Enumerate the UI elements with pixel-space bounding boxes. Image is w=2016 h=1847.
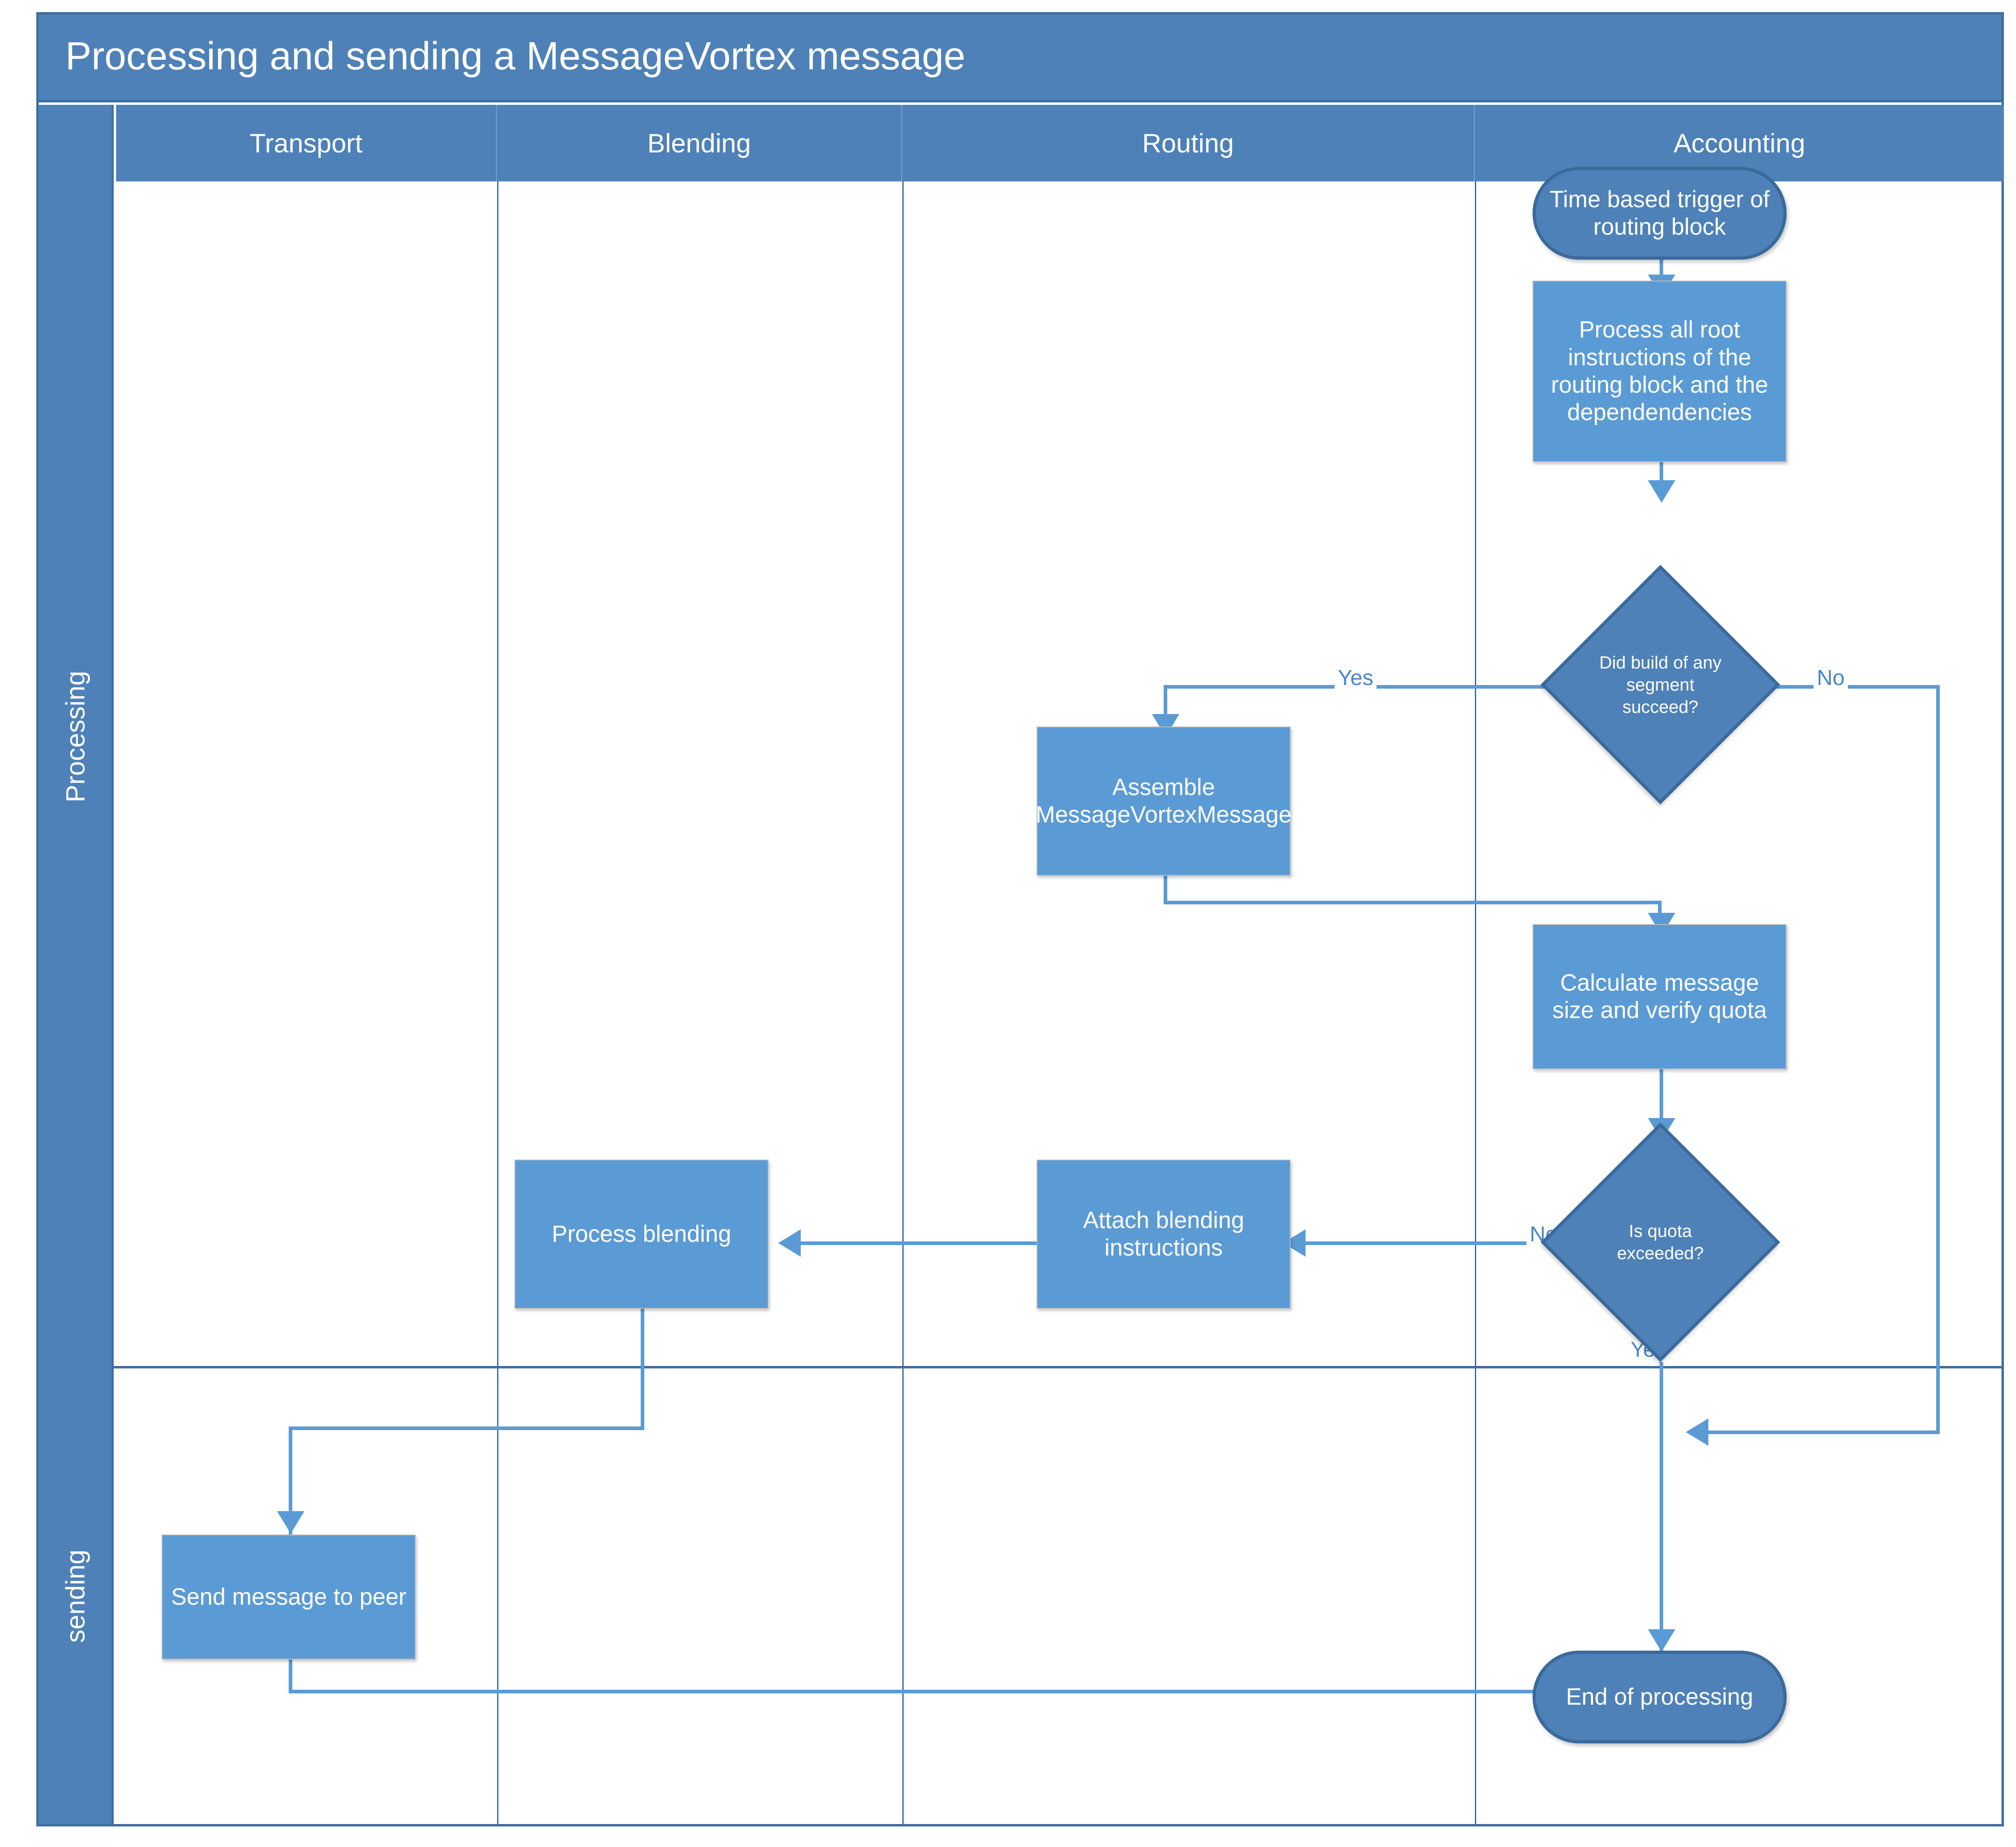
node-attach-blending-instructions[interactable]: Attach blending instructions: [1037, 1160, 1291, 1309]
edge-quota-no-horizontal: [1301, 1241, 1631, 1245]
node-process-root-instructions-label: Process all root instructions of the rou…: [1551, 317, 1768, 426]
node-assemble-message-label: Assemble MessageVortexMessage: [1035, 774, 1292, 828]
node-process-blending-label: Process blending: [552, 1220, 731, 1247]
phase-separator: [114, 1366, 2001, 1368]
node-decision-quota-exceeded[interactable]: Is quota exceeded?: [1541, 1122, 1780, 1362]
node-start-label: Time based trigger of routing block: [1549, 186, 1770, 240]
node-calculate-message-size[interactable]: Calculate message size and verify quota: [1533, 924, 1787, 1069]
page-title: Processing and sending a MessageVortex m…: [65, 34, 966, 78]
edge-assemble-right: [1164, 901, 1662, 904]
lane-header-blending: Blending: [497, 105, 902, 181]
node-calculate-message-size-label: Calculate message size and verify quota: [1552, 969, 1767, 1023]
edge-build-no-return: [1704, 1431, 1940, 1434]
edge-assemble-into-calc: [1658, 901, 1662, 924]
phase-label-processing: Processing: [39, 105, 114, 1368]
edge-build-no-vertical: [1936, 685, 1940, 1434]
edge-build-no-arrow: [1686, 1418, 1708, 1446]
node-decision-quota-exceeded-label: Is quota exceeded?: [1617, 1221, 1704, 1263]
edge-label-build-no: No: [1814, 665, 1848, 690]
edge-quota-yes-arrow: [1648, 1629, 1675, 1652]
edge-calc-to-quota: [1660, 1066, 1663, 1122]
edge-blend-down: [641, 1305, 644, 1430]
node-start-terminator[interactable]: Time based trigger of routing block: [1533, 167, 1787, 260]
edge-blend-into-send: [289, 1426, 292, 1535]
edge-start-to-process: [1660, 258, 1663, 280]
lane-separator-1: [497, 181, 498, 1824]
edge-send-right: [289, 1690, 1647, 1693]
diagram-title-band: Processing and sending a MessageVortex m…: [39, 15, 2001, 102]
edge-blend-left: [289, 1426, 644, 1430]
lane-separator-2: [902, 181, 904, 1824]
node-process-blending[interactable]: Process blending: [514, 1160, 768, 1309]
edge-label-build-yes: Yes: [1335, 665, 1377, 690]
swimlane-diagram: Processing and sending a MessageVortex m…: [36, 12, 2004, 1826]
lane-header-row: Transport Blending Routing Accounting: [116, 105, 2004, 181]
lane-separator-3: [1475, 181, 1476, 1824]
node-assemble-message[interactable]: Assemble MessageVortexMessage: [1035, 727, 1292, 876]
edge-blend-arrow: [277, 1511, 304, 1534]
node-end-terminator[interactable]: End of processing: [1533, 1651, 1787, 1743]
edge-quota-yes-vertical: [1660, 1333, 1663, 1651]
phase-label-processing-text: Processing: [60, 671, 90, 803]
phase-label-sending-text: sending: [60, 1549, 90, 1643]
node-attach-blending-instructions-label: Attach blending instructions: [1083, 1207, 1244, 1261]
node-process-root-instructions[interactable]: Process all root instructions of the rou…: [1533, 281, 1787, 462]
edge-send-down: [289, 1657, 292, 1693]
node-send-message-to-peer[interactable]: Send message to peer: [162, 1535, 416, 1660]
edge-attach-to-blend-arrow: [778, 1229, 801, 1257]
edge-attach-to-blend: [796, 1241, 1062, 1245]
node-send-message-to-peer-label: Send message to peer: [171, 1583, 406, 1610]
node-decision-build-succeed-label: Did build of any segment succeed?: [1599, 652, 1722, 717]
node-end-label: End of processing: [1566, 1683, 1754, 1710]
phase-label-sending: sending: [39, 1368, 114, 1824]
node-decision-build-succeed[interactable]: Did build of any segment succeed?: [1541, 565, 1780, 804]
lane-header-routing: Routing: [902, 105, 1475, 181]
lane-header-transport: Transport: [116, 105, 497, 181]
edge-process-to-decision1-arrow: [1648, 480, 1675, 503]
edge-build-yes-vertical: [1164, 685, 1167, 733]
edge-process-to-decision1: [1660, 461, 1663, 486]
